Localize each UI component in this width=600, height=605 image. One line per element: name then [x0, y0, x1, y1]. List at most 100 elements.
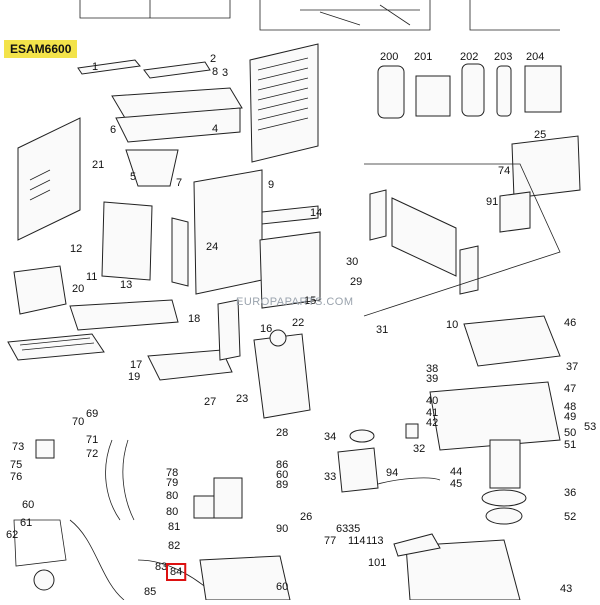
callout-layer: 1234567891011121314151617181920212223242…	[6, 53, 596, 598]
callout-25: 25	[534, 129, 546, 141]
callout-47: 47	[564, 383, 576, 395]
callout-114: 114	[348, 535, 366, 547]
top-frame-drawing	[79, 0, 560, 31]
callout-22: 22	[292, 317, 304, 329]
callout-34: 34	[324, 431, 336, 443]
callout-101: 101	[368, 557, 386, 569]
callout-7: 7	[176, 177, 182, 189]
callout-49: 49	[564, 411, 576, 423]
callout-13: 13	[120, 279, 132, 291]
callout-43: 43	[560, 583, 572, 595]
callout-91: 91	[486, 196, 498, 208]
callout-60: 60	[22, 499, 34, 511]
spray-bottle	[496, 65, 512, 117]
callout-89: 89	[276, 479, 288, 491]
filter-box	[415, 75, 451, 117]
callout-39: 39	[426, 373, 438, 385]
callout-1: 1	[92, 61, 98, 73]
callout-53: 53	[584, 421, 596, 433]
callout-63: 63	[336, 523, 348, 535]
callout-72: 72	[86, 448, 98, 460]
callout-11: 11	[86, 271, 97, 283]
callout-84: 84	[170, 566, 182, 578]
callout-4: 4	[212, 123, 218, 135]
callout-15: 15	[304, 295, 316, 307]
callout-37: 37	[566, 361, 578, 373]
callout-9: 9	[268, 179, 274, 191]
callout-80: 80	[166, 490, 178, 502]
descaler-bottle	[377, 65, 405, 119]
callout-5: 5	[130, 171, 136, 183]
accessory-products: 200 201 202 203 204	[377, 51, 562, 119]
callout-36: 36	[564, 487, 576, 499]
callout-35: 35	[348, 523, 360, 535]
callout-75: 75	[10, 459, 22, 471]
callout-71: 71	[86, 434, 98, 446]
callout-26: 26	[300, 511, 312, 523]
callout-30: 30	[346, 256, 358, 268]
callout-14: 14	[310, 207, 322, 219]
callout-12: 12	[70, 243, 82, 255]
callout-86: 86	[276, 459, 288, 471]
center-lower-assembly	[337, 423, 441, 493]
callout-40: 40	[426, 395, 438, 407]
callout-82: 82	[168, 540, 180, 552]
callout-51: 51	[564, 439, 576, 451]
callout-79: 79	[166, 477, 178, 489]
callout-19: 19	[128, 371, 140, 383]
callout-10: 10	[446, 319, 458, 331]
left-assembly	[7, 59, 243, 381]
callout-90: 90	[276, 523, 288, 535]
callout-48: 48	[564, 401, 576, 413]
callout-42: 42	[426, 417, 438, 429]
callout-16: 16	[260, 323, 272, 335]
callout-31: 31	[376, 324, 388, 336]
callout-44: 44	[450, 466, 462, 478]
callout-18: 18	[188, 313, 200, 325]
callout-50: 50	[564, 427, 576, 439]
callout-83: 83	[155, 561, 167, 573]
callout-61: 61	[20, 517, 32, 529]
callout-32: 32	[413, 443, 425, 455]
callout-33: 33	[324, 471, 336, 483]
highlight-box	[166, 563, 187, 581]
callout-29: 29	[350, 276, 362, 288]
callout-38: 38	[426, 363, 438, 375]
callout-17: 17	[130, 359, 142, 371]
callout-60: 60	[276, 581, 288, 593]
callout-73: 73	[12, 441, 24, 453]
callout-80: 80	[166, 506, 178, 518]
callout-24: 24	[206, 241, 218, 253]
callout-52: 52	[564, 511, 576, 523]
product-number-204: 204	[526, 51, 544, 63]
callout-46: 46	[564, 317, 576, 329]
callout-70: 70	[72, 416, 84, 428]
lower-left-hydraulics	[13, 439, 291, 601]
callout-76: 76	[10, 471, 22, 483]
callout-78: 78	[166, 467, 178, 479]
callout-2: 2	[210, 53, 216, 65]
callout-60: 60	[276, 469, 288, 481]
callout-23: 23	[236, 393, 248, 405]
callout-85: 85	[144, 586, 156, 598]
callout-3: 3	[222, 67, 228, 79]
callout-28: 28	[276, 427, 288, 439]
callout-113: 113	[366, 535, 384, 547]
callout-27: 27	[204, 396, 216, 408]
cleaner-bottle	[461, 63, 485, 117]
product-number-202: 202	[460, 51, 478, 63]
callout-94: 94	[386, 467, 398, 479]
callout-6: 6	[110, 124, 116, 136]
callout-21: 21	[92, 159, 104, 171]
callout-77: 77	[324, 535, 336, 547]
callout-62: 62	[6, 529, 18, 541]
product-number-203: 203	[494, 51, 512, 63]
callout-41: 41	[426, 407, 438, 419]
right-assembly	[363, 135, 581, 601]
product-number-200: 200	[380, 51, 398, 63]
callout-69: 69	[86, 408, 98, 420]
product-number-201: 201	[414, 51, 432, 63]
model-label: ESAM6600	[4, 40, 78, 58]
